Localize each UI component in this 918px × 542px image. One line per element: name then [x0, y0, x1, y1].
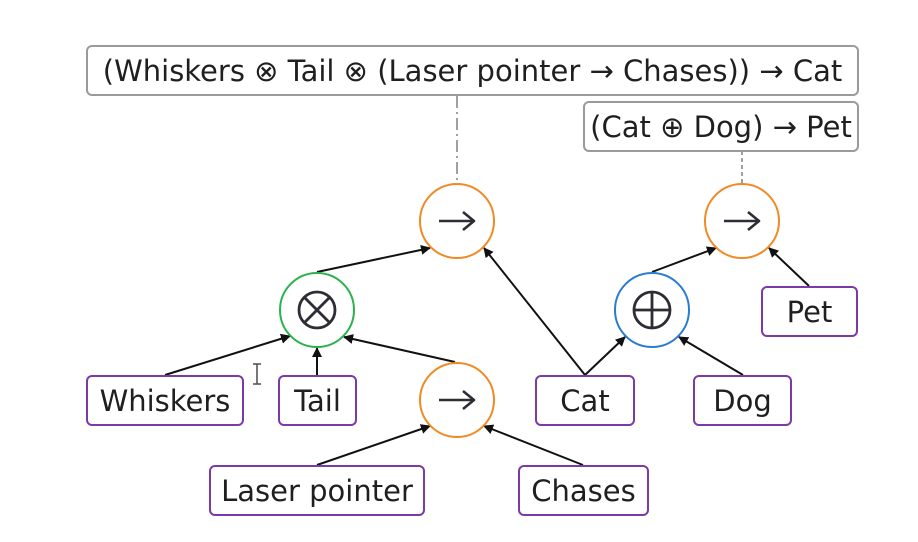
edge-cat-to-plus: [584, 336, 626, 376]
leaf-dog: Dog: [693, 375, 792, 426]
edge-plus-to-root: [651, 246, 717, 273]
leaf-whiskers: Whiskers: [86, 375, 244, 426]
implies-node-root-left: [419, 183, 495, 259]
leaf-chases: Chases: [518, 465, 649, 516]
leaf-laser-pointer: Laser pointer: [209, 465, 425, 516]
leaf-cat: Cat: [535, 375, 635, 426]
edge-tensor-to-root: [316, 244, 431, 273]
pet-formula-box: (Cat ⊕ Dog) → Pet: [583, 101, 859, 152]
implies-node-laser-chases: [419, 362, 495, 438]
tensor-node: [279, 272, 355, 348]
circled-plus-icon: [632, 290, 672, 330]
leaf-tail: Tail: [278, 375, 357, 426]
text-cursor-icon: [253, 363, 261, 385]
edge-dog-to-plus: [678, 336, 744, 376]
implies-arrow-icon: [724, 210, 761, 232]
edge-whiskers-to-tensor: [164, 333, 291, 376]
edge-implies-to-tensor: [343, 334, 456, 363]
cat-formula-box: (Whiskers ⊗ Tail ⊗ (Laser pointer → Chas…: [86, 45, 859, 96]
direct-sum-node: [614, 272, 690, 348]
edge-pet-to-root: [768, 247, 810, 287]
implies-arrow-icon: [439, 389, 476, 411]
leaf-pet: Pet: [761, 286, 858, 337]
edge-chases-to-implies: [483, 424, 584, 466]
edge-laser-to-implies: [316, 424, 431, 466]
circled-times-icon: [297, 290, 337, 330]
implies-node-root-right: [704, 183, 780, 259]
edge-cat-to-root: [483, 247, 586, 376]
implies-arrow-icon: [439, 210, 476, 232]
